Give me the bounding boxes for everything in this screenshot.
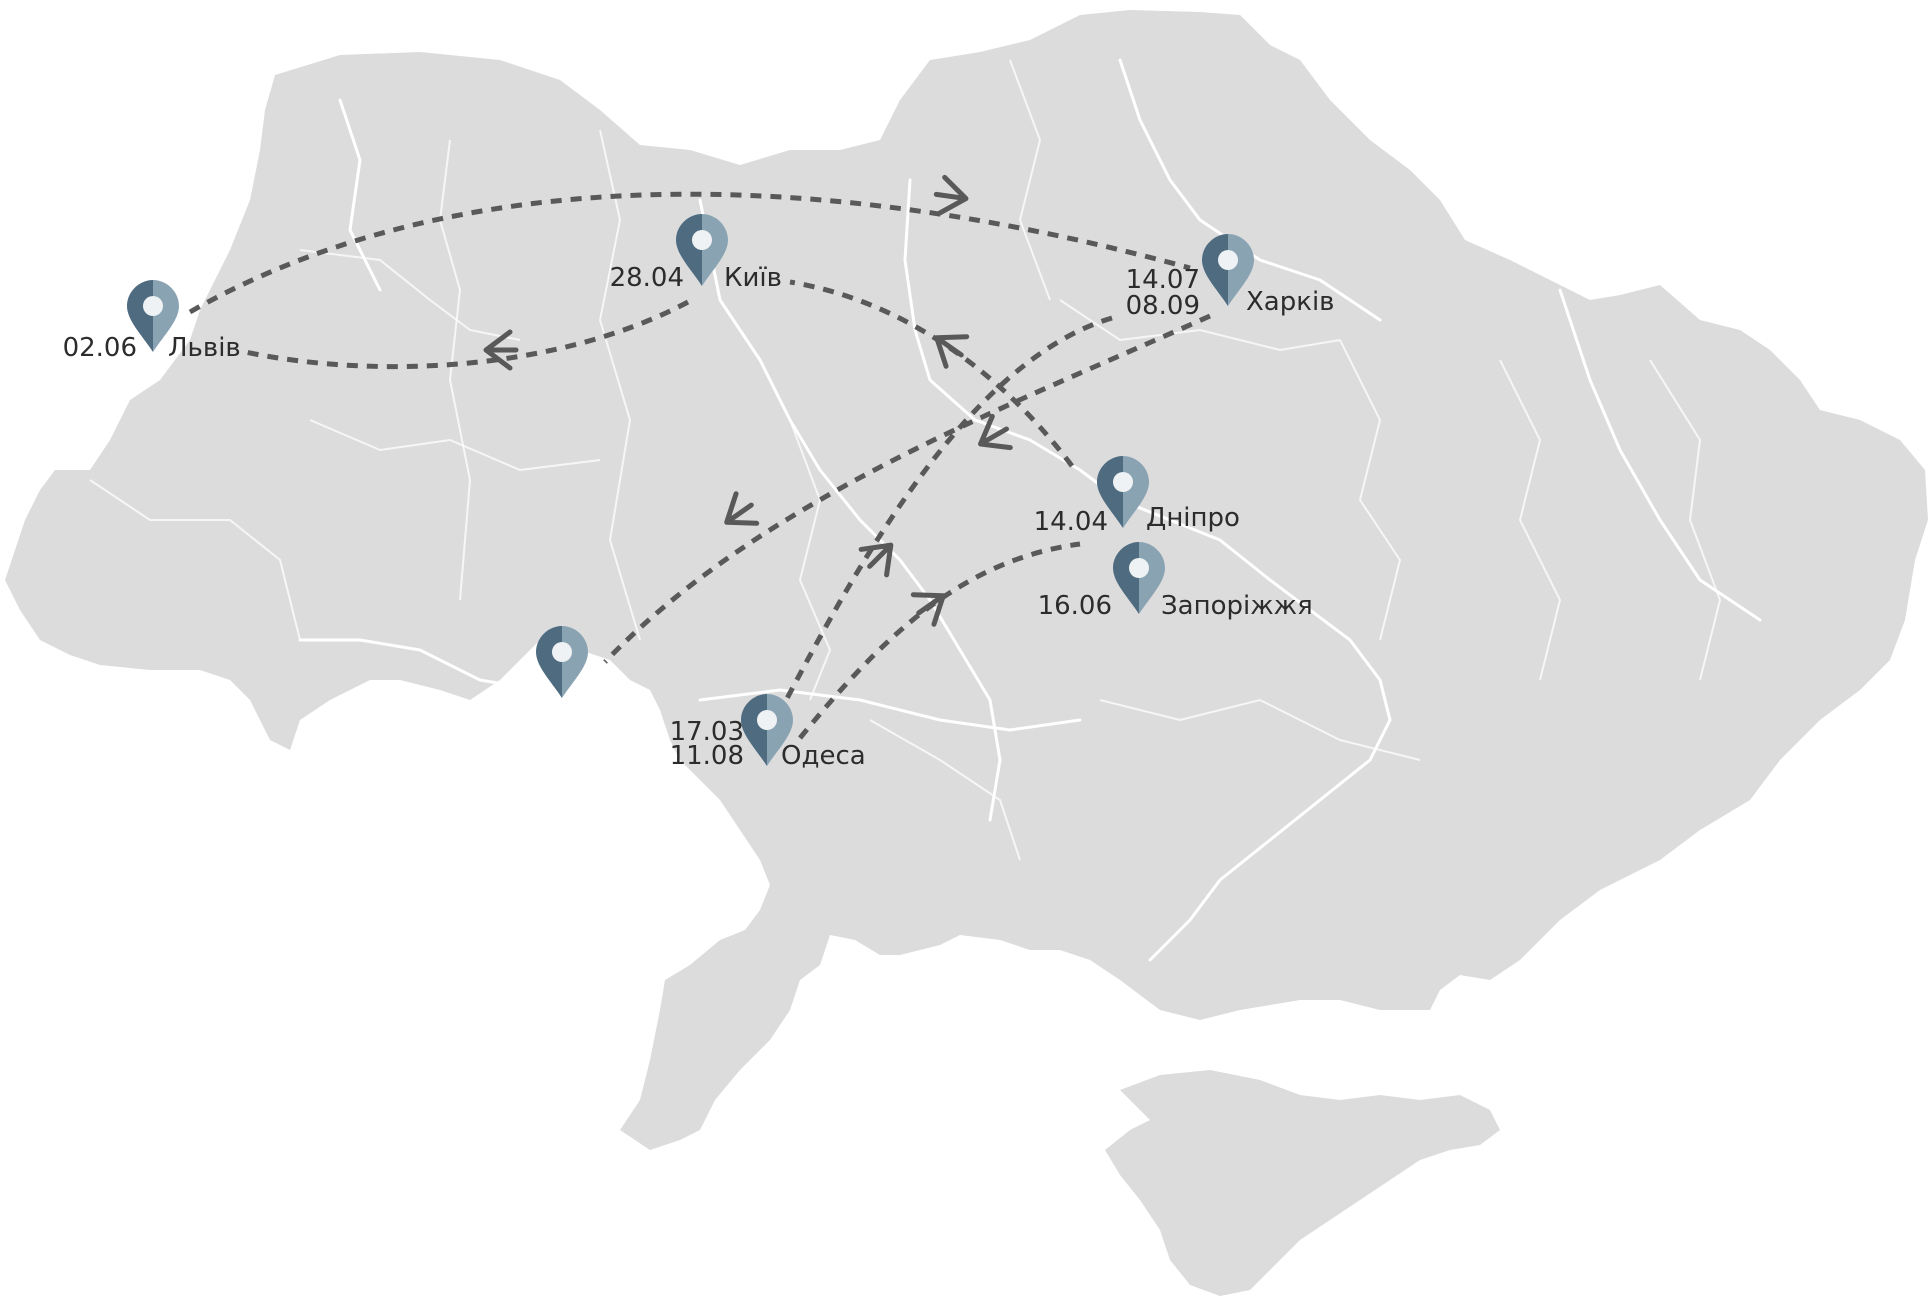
routes-layer: [188, 191, 1212, 740]
dnipro-river: [903, 178, 1392, 962]
map-pin-icon[interactable]: [127, 280, 179, 352]
city-date-lviv: 02.06: [63, 333, 137, 363]
map-pin-icon[interactable]: [1113, 542, 1165, 614]
map-pin-icon[interactable]: [1097, 456, 1149, 528]
route-kharkiv-odesa: [780, 315, 1113, 708]
map-pin-icon[interactable]: [536, 626, 588, 698]
map-pin-icon[interactable]: [741, 694, 793, 766]
arrows-layer: [483, 174, 1013, 627]
route-kharkiv-unlabeled: [603, 313, 1212, 664]
city-date-dnipro: 14.04: [1034, 507, 1108, 537]
route-odesa-dnipro: [798, 541, 1081, 740]
chevron-arrow-icon-7: [910, 592, 946, 627]
city-date-odesa: 11.08: [670, 741, 744, 771]
country-outline: [5, 10, 1928, 1296]
chevron-arrow-icon-5: [724, 491, 760, 526]
pins-layer: [127, 214, 1254, 766]
city-name-kharkiv: Харків: [1246, 287, 1335, 317]
chevron-arrow-icon-2: [483, 329, 519, 371]
city-name-kyiv: Київ: [724, 263, 782, 293]
chevron-arrow-icon-4: [978, 413, 1013, 451]
city-name-odesa: Одеса: [781, 741, 866, 771]
route-kyiv-lviv: [244, 299, 690, 370]
route-lviv-kharkiv: [188, 191, 1191, 315]
chevron-arrow-icon-1: [933, 174, 969, 216]
city-name-dnipro: Дніпро: [1146, 503, 1240, 533]
map-pin-icon[interactable]: [1202, 234, 1254, 306]
route-dnipro-kyiv: [789, 279, 1074, 468]
city-name-lviv: Львів: [168, 333, 241, 363]
chevron-arrow-icon-6: [858, 542, 894, 578]
crimea-shape: [1105, 1070, 1500, 1296]
rivers: [298, 58, 1762, 962]
city-name-zaporizhzhia: Запоріжжя: [1161, 591, 1313, 621]
regional-borders: [89, 59, 1722, 861]
city-date-kyiv: 28.04: [610, 263, 684, 293]
map-pin-icon[interactable]: [676, 214, 728, 286]
city-date-zaporizhzhia: 16.06: [1038, 591, 1112, 621]
city-date-odesa: 17.03: [670, 717, 744, 747]
city-date-kharkiv: 14.07: [1126, 265, 1200, 295]
city-date-kharkiv: 08.09: [1126, 291, 1200, 321]
chevron-arrow-icon-3: [934, 334, 970, 369]
